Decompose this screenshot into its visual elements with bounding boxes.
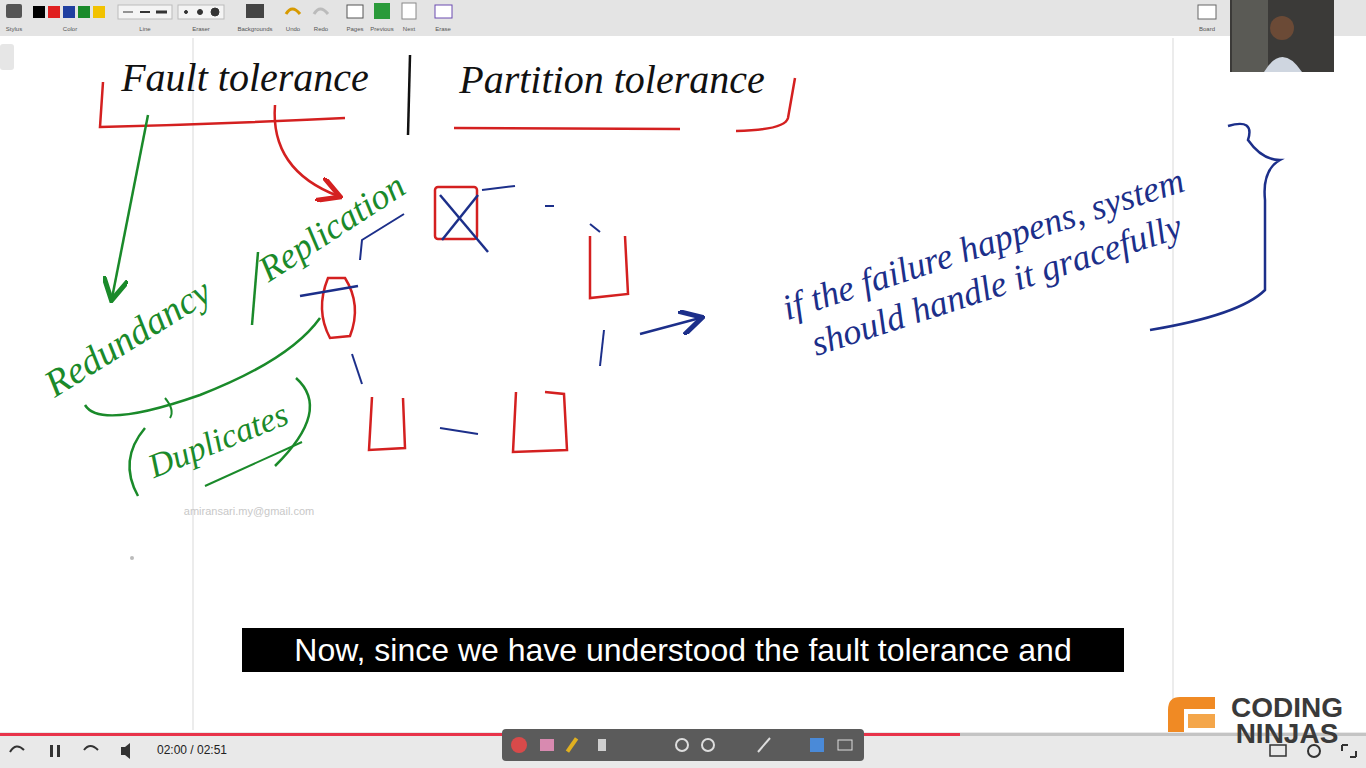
- previous-icon: [374, 3, 390, 19]
- toolbar-label: Erase: [435, 26, 451, 33]
- divider-stroke: [408, 55, 410, 135]
- underline: [454, 128, 680, 129]
- parenthesis: [129, 428, 145, 496]
- toolbar-label: Next: [403, 26, 415, 33]
- board-icon: [1198, 5, 1216, 19]
- toolbar-label: Undo: [286, 26, 300, 33]
- watermark: amiransari.my@gmail.com: [184, 505, 314, 518]
- backgrounds-icon: [246, 4, 264, 18]
- arrow: [112, 115, 148, 298]
- erase-icon: [435, 5, 452, 18]
- handwritten-note: if the failure happens, system should ha…: [767, 156, 1212, 374]
- webcam-thumbnail: [1230, 0, 1334, 72]
- toolbar-label: Line: [139, 26, 150, 33]
- drawing-tools: [502, 729, 864, 761]
- subtitle: Now, since we have understood the fault …: [294, 632, 1071, 669]
- toolbar-label: Color: [63, 26, 77, 33]
- toolbar-label: Pages: [346, 26, 363, 33]
- arrow: [275, 105, 338, 196]
- pages-icon: [347, 5, 363, 18]
- brace-tip: [165, 398, 172, 418]
- color-swatches: [33, 6, 105, 18]
- toolbar: [0, 0, 1366, 36]
- toolbar-label: Stylus: [6, 26, 22, 33]
- margin-line: [192, 38, 194, 730]
- handwritten-term: Replication: [251, 165, 413, 290]
- logo-text: NINJAS: [1236, 718, 1339, 750]
- network-links: [352, 186, 604, 434]
- time-display: 02:00 / 02:51: [157, 744, 227, 758]
- handwritten-term: Duplicates: [142, 394, 293, 485]
- dot: [130, 556, 134, 560]
- heading: Fault tolerance: [121, 55, 369, 101]
- toolbar-label: Board: [1199, 26, 1215, 33]
- arrow: [640, 318, 700, 334]
- heading: Partition tolerance: [459, 57, 765, 103]
- toolbar-label: Previous: [370, 26, 393, 33]
- margin-line: [1172, 38, 1174, 730]
- stylus-icon: [6, 4, 22, 18]
- toolbar-label: Backgrounds: [237, 26, 272, 33]
- redo-icon: [314, 9, 328, 14]
- handwritten-term: Redundancy: [37, 270, 219, 407]
- undo-icon: [286, 9, 300, 14]
- line-icons: [118, 5, 224, 19]
- toolbar-label: Eraser: [192, 26, 210, 33]
- next-icon: [402, 3, 416, 19]
- toolbar-label: Redo: [314, 26, 328, 33]
- subtitle-ground: [242, 628, 1124, 672]
- side-handle: [0, 44, 14, 70]
